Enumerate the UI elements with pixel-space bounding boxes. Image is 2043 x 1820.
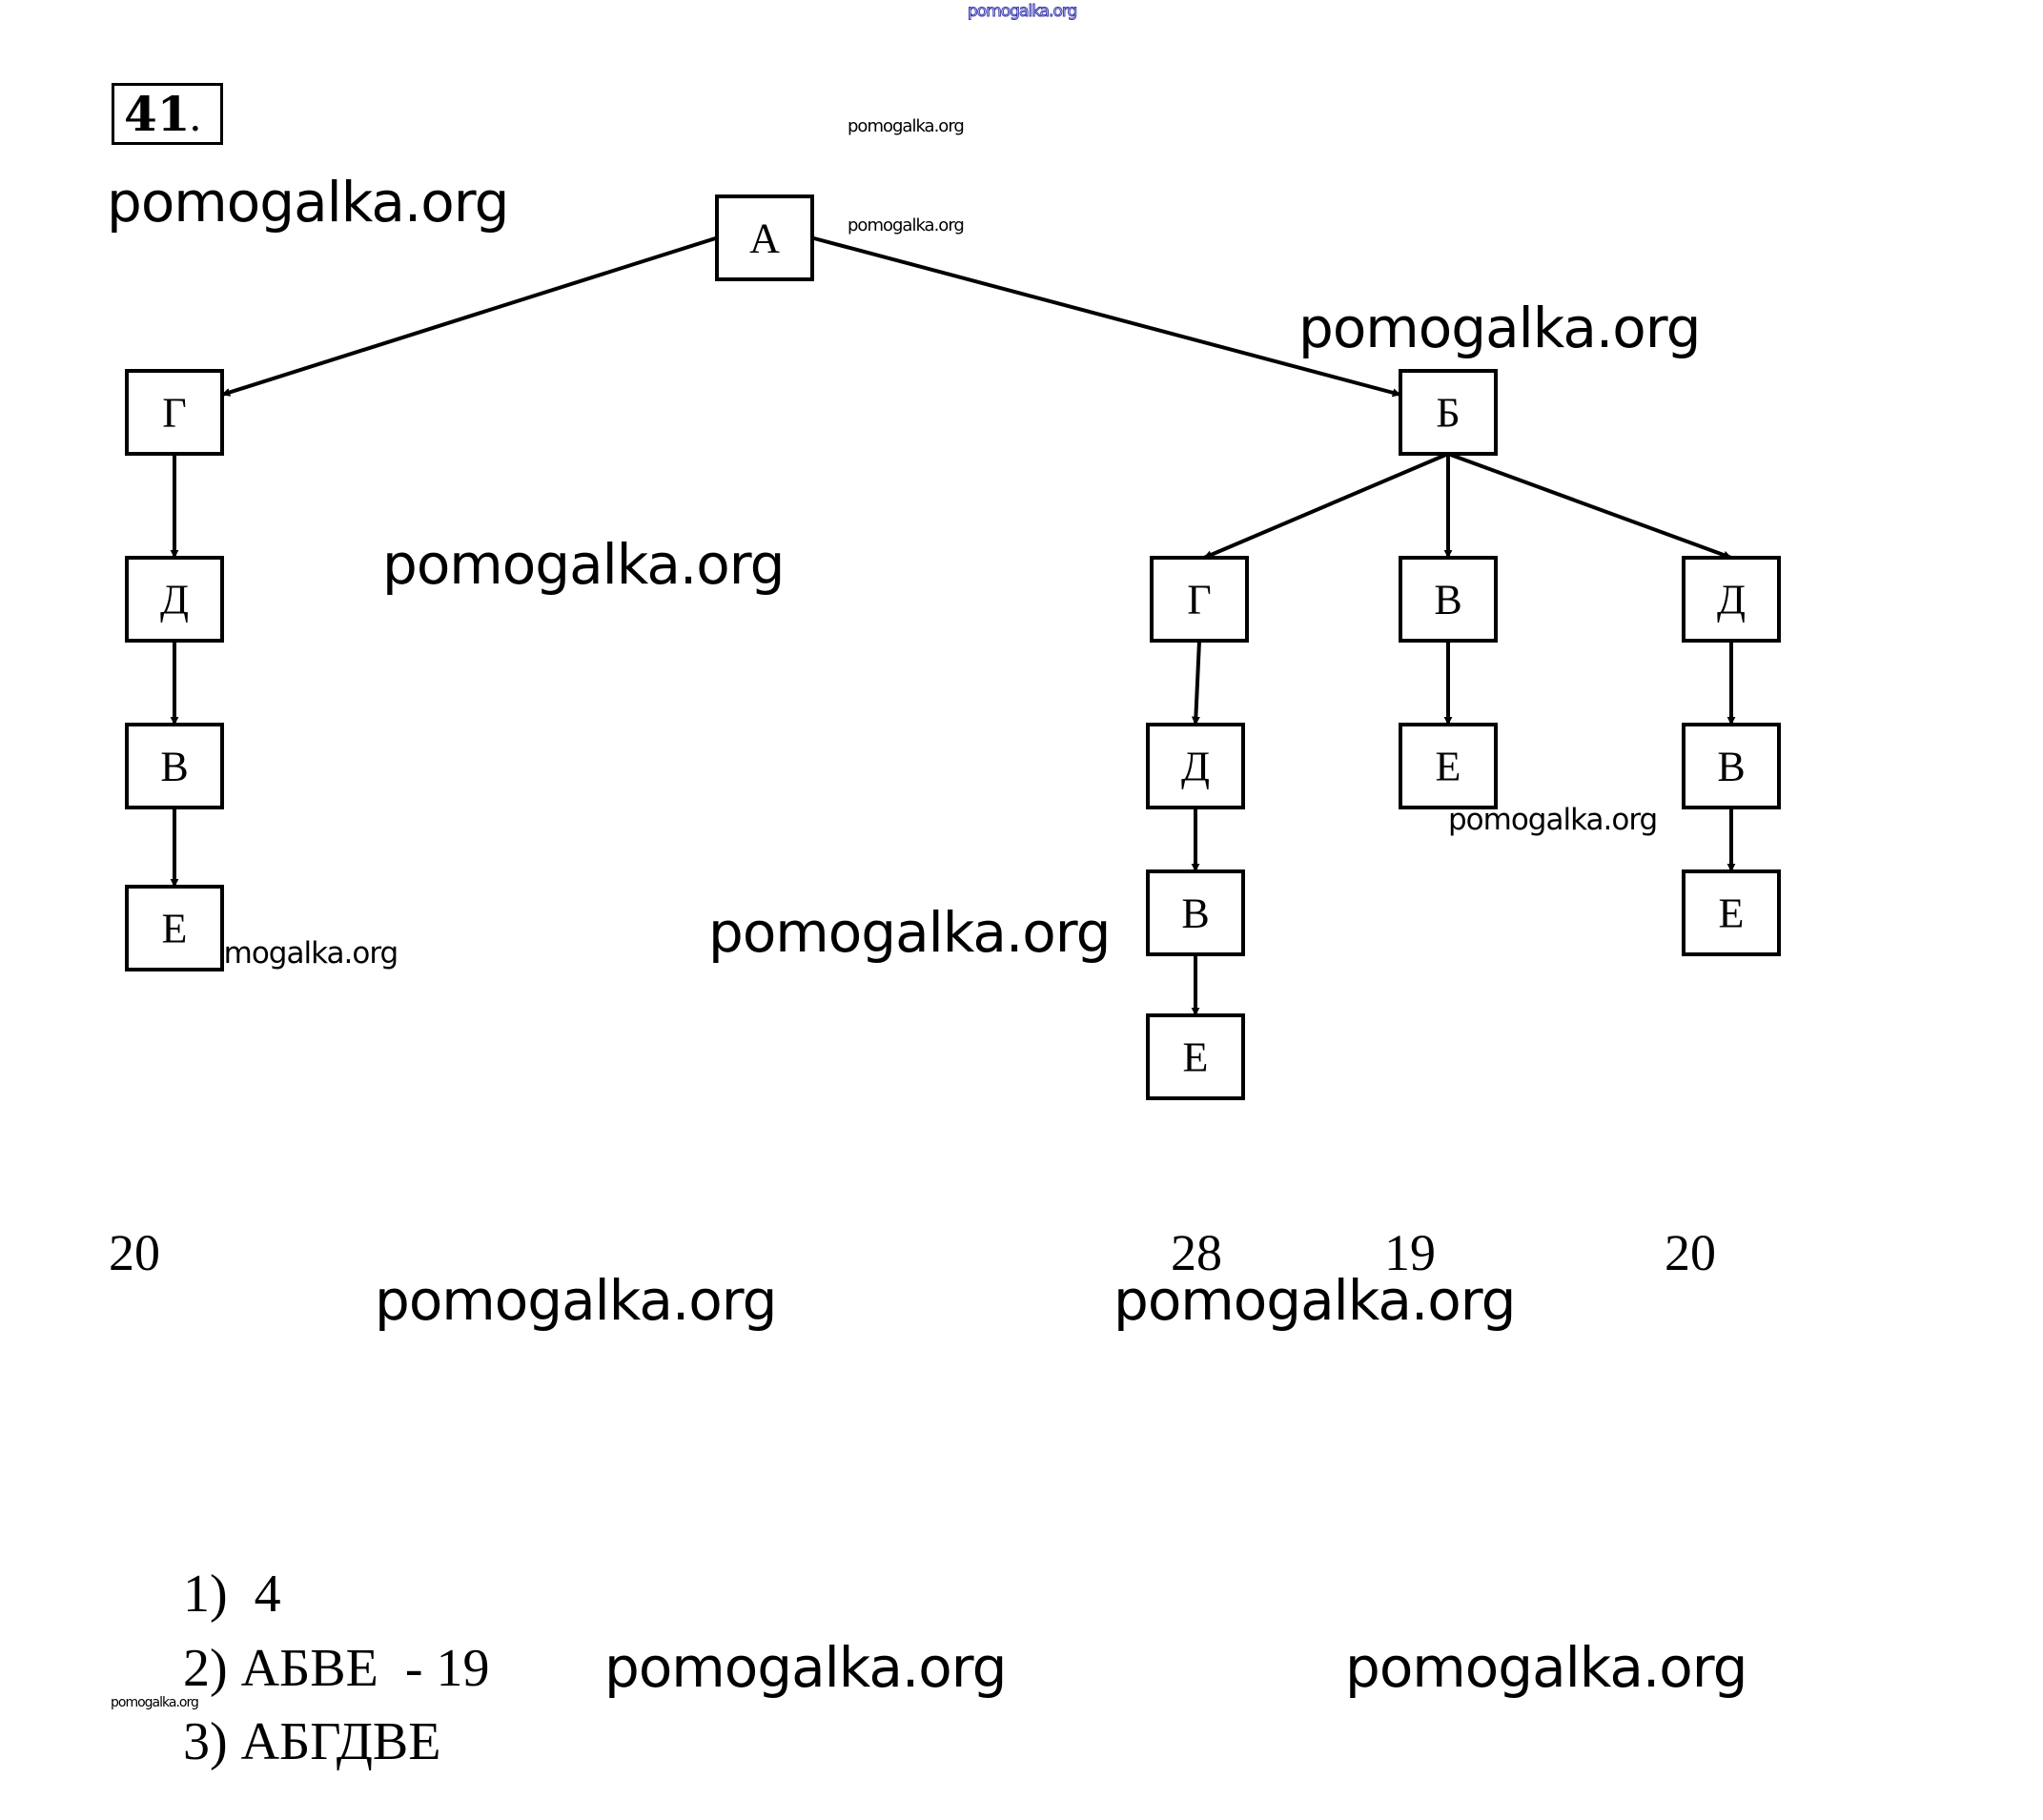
- problem-number-badge: 41.: [112, 83, 223, 145]
- tree-node-g2: Г: [1150, 556, 1249, 643]
- edge-b-d3: [1447, 452, 1732, 560]
- tree-node-e3: Е: [1682, 869, 1781, 956]
- node-box: [1682, 723, 1781, 809]
- node-box: [1682, 869, 1781, 956]
- answer-1: 1) 4: [183, 1564, 281, 1625]
- tree-node-a: А: [715, 194, 814, 281]
- node-label: Д: [1717, 577, 1746, 624]
- watermark: pomogalka.org: [375, 1268, 777, 1333]
- node-box: [1399, 556, 1498, 643]
- answer-marker: 1): [183, 1564, 228, 1624]
- node-label: В: [1181, 890, 1209, 937]
- problem-number-suffix: .: [190, 105, 201, 138]
- watermark: pomogalka.org: [848, 215, 965, 235]
- answer-2: 2) АБВЕ - 19: [183, 1638, 489, 1699]
- edge-a-g1: [221, 235, 718, 397]
- watermark: pomogalka.org: [107, 170, 509, 235]
- answer-3: 3) АБГДВЕ: [183, 1711, 440, 1772]
- node-box: [1399, 723, 1498, 809]
- node-label: А: [749, 215, 780, 262]
- tree-node-e1: Е: [125, 885, 224, 971]
- node-box: [125, 369, 224, 456]
- watermark-top: pomogalka.org: [967, 2, 1077, 22]
- node-box: [715, 194, 814, 281]
- path-length-1: 20: [109, 1224, 160, 1281]
- answer-marker: 3): [183, 1712, 228, 1771]
- answer-text: АБВЕ - 19: [240, 1639, 490, 1698]
- path-length-3: 19: [1384, 1224, 1436, 1281]
- node-label: Е: [162, 906, 188, 952]
- node-box: [1682, 556, 1781, 643]
- node-label: Б: [1436, 390, 1460, 437]
- watermark: pomogalka.org: [848, 116, 965, 136]
- tree-node-v3: В: [1682, 723, 1781, 809]
- answer-text: АБГДВЕ: [240, 1712, 441, 1771]
- watermark: pomogalka.org: [1113, 1268, 1516, 1333]
- watermark: pomogalka.org: [604, 1635, 1007, 1700]
- edge-a-b: [811, 235, 1401, 398]
- watermark: pomogalka.org: [111, 1695, 199, 1710]
- tree-node-d2: Д: [1146, 723, 1245, 809]
- node-label: Е: [1719, 890, 1745, 937]
- node-label: В: [1717, 744, 1745, 790]
- tree-node-e2: Е: [1399, 723, 1498, 809]
- tree-node-d1: Д: [125, 556, 224, 643]
- node-label: Д: [1181, 744, 1210, 790]
- node-label: Е: [1436, 744, 1461, 790]
- problem-number: 41: [124, 86, 191, 142]
- node-label: В: [1434, 577, 1461, 624]
- watermark: pomogalka.org: [708, 900, 1111, 965]
- edge-g2-d2: [1191, 640, 1201, 726]
- tree-node-v1: В: [125, 723, 224, 809]
- node-box: [1150, 556, 1249, 643]
- node-box: [125, 885, 224, 971]
- node-box: [125, 556, 224, 643]
- node-label: В: [160, 744, 188, 790]
- watermark: pomogalka.org: [382, 532, 785, 597]
- watermark: pomogalka.org: [1298, 296, 1701, 360]
- node-label: Г: [1187, 577, 1211, 624]
- node-box: [125, 723, 224, 809]
- node-box: [1146, 1013, 1245, 1100]
- tree-node-v4: В: [1146, 869, 1245, 956]
- tree-node-b: Б: [1399, 369, 1498, 456]
- node-box: [1146, 869, 1245, 956]
- edge-b-g2: [1203, 452, 1449, 560]
- answer-marker: 2): [183, 1639, 228, 1698]
- tree-node-e4: Е: [1146, 1013, 1245, 1100]
- path-length-2: 28: [1171, 1224, 1222, 1281]
- answer-text: 4: [240, 1564, 281, 1624]
- node-box: [1146, 723, 1245, 809]
- node-label: Г: [162, 390, 186, 437]
- path-length-4: 20: [1665, 1224, 1716, 1281]
- node-label: Е: [1183, 1034, 1209, 1081]
- tree-node-d3: Д: [1682, 556, 1781, 643]
- node-label: Д: [160, 577, 189, 624]
- watermark: pomogalka.org: [1345, 1635, 1747, 1700]
- node-box: [1399, 369, 1498, 456]
- tree-node-v2: В: [1399, 556, 1498, 643]
- tree-node-g1: Г: [125, 369, 224, 456]
